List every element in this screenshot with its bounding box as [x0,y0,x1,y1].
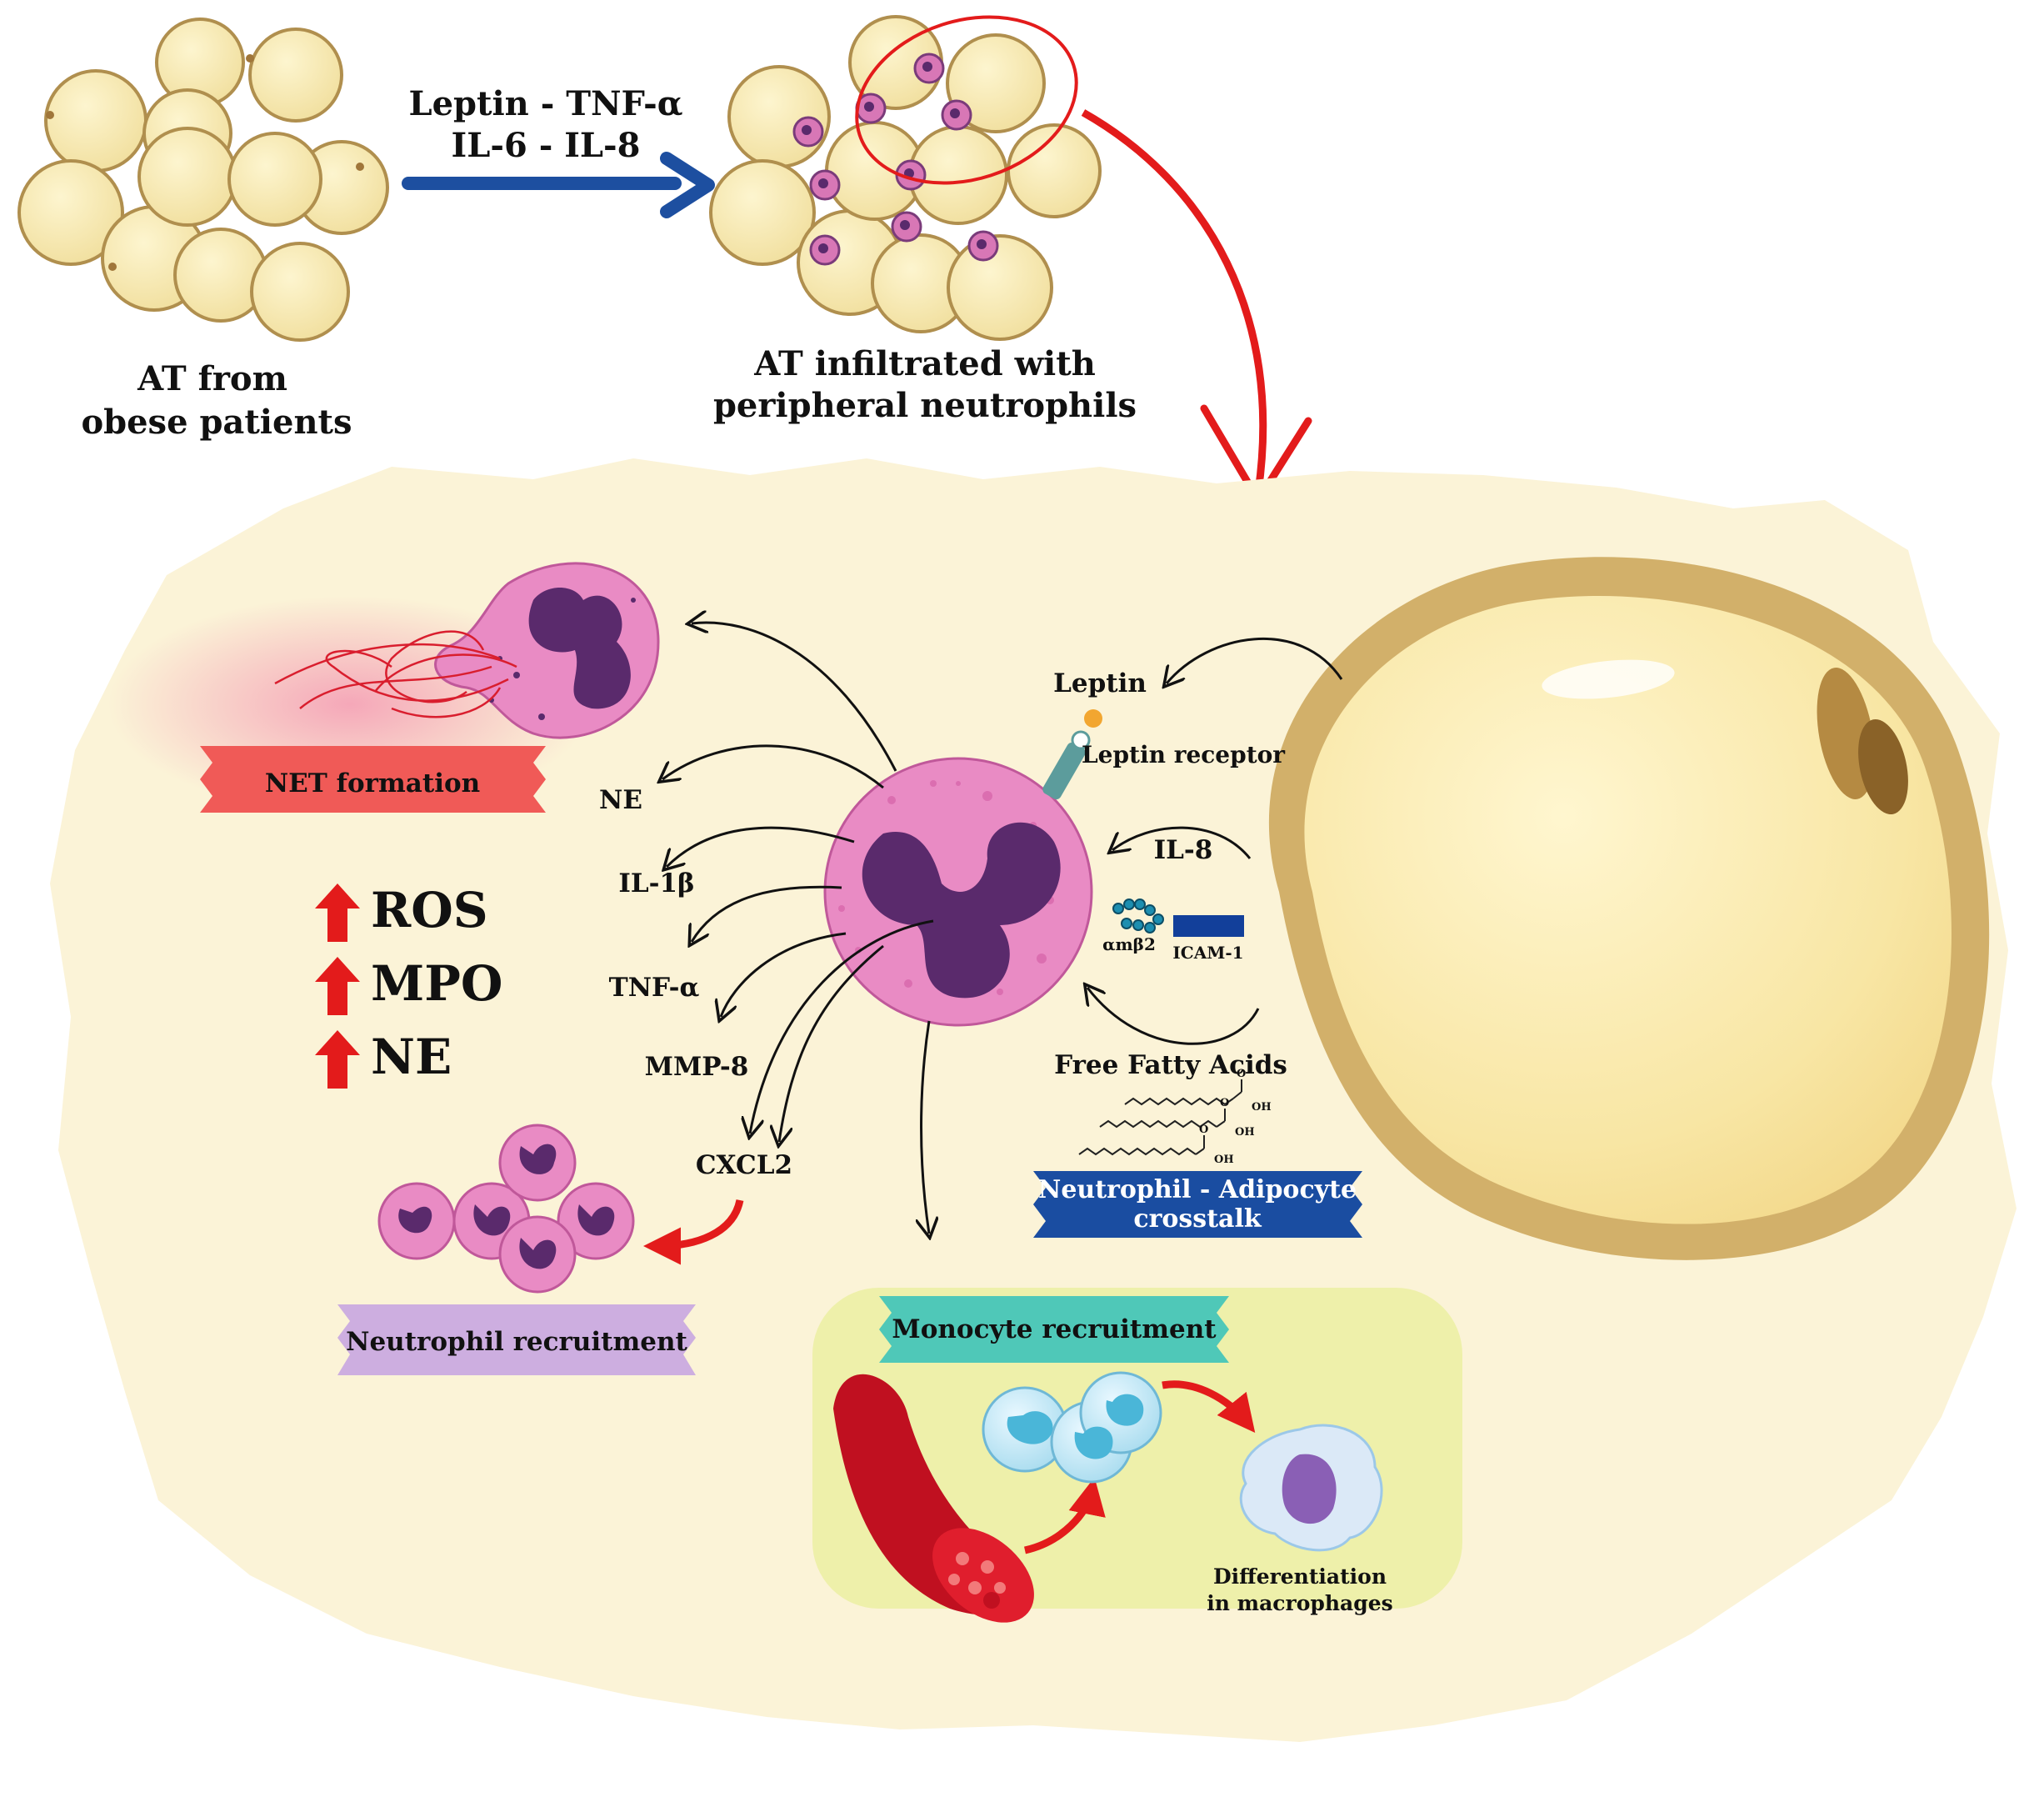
monocyte-recruitment-banner [879,1296,1229,1363]
recruited-neutrophils [377,1124,635,1294]
crosstalk-label-line1: Neutrophil - Adipocyte [1038,1175,1357,1204]
cytokines-line1: Leptin - TNF-α [408,84,682,123]
mediator-arrows [662,623,933,1234]
blood-vessel [833,1374,1034,1623]
leptin-receptor [1042,709,1102,800]
macrophage-label-line2: in macrophages [1207,1591,1392,1615]
net-banner-label: NET formation [265,768,480,798]
at-obese-line2: obese patients [81,403,352,442]
vessel-red-arrow [1023,1477,1106,1554]
macrophage [1239,1424,1383,1552]
crosstalk-label-line2: crosstalk [1133,1204,1262,1234]
monocyte-red-arrow [1162,1380,1256,1434]
mediator-il1b: IL-1β [618,868,694,898]
marker-ne: NE [371,1029,452,1085]
marker-up-arrows [315,883,360,1089]
ffa-label: Free Fatty Acids [1054,1050,1287,1080]
integrin-icam [1112,898,1244,937]
neutrophil-recruitment-label: Neutrophil recruitment [346,1327,687,1357]
macrophage-label-line1: Differentiation [1213,1564,1387,1589]
ffa-o-1: O [1237,1068,1246,1080]
marker-ros: ROS [371,882,488,939]
ffa-oh-1: OH [1252,1101,1272,1114]
monocyte-recruitment-label: Monocyte recruitment [892,1314,1217,1344]
at-infiltrated-line1: AT infiltrated with [753,344,1096,383]
mediator-ne: NE [599,785,642,815]
cytokines-line2: IL-6 - IL-8 [452,126,641,165]
ffa-o-2: O [1220,1097,1229,1109]
mediator-tnfa: TNF-α [609,973,700,1003]
leptin-receptor-label: Leptin receptor [1082,741,1286,768]
adipocyte [1268,557,1990,1260]
monocytes [982,1371,1162,1484]
mediator-mmp8: MMP-8 [645,1052,749,1082]
cxcl2-red-arrow [643,1199,744,1265]
net-banner [200,746,546,813]
crosstalk-banner [1033,1171,1362,1238]
integrin-label: αmβ2 [1102,934,1156,954]
icam-label: ICAM-1 [1172,943,1243,963]
ffa-o-3: O [1199,1124,1208,1136]
ffa-structures [1078,1079,1242,1156]
net-fibers [274,630,517,718]
central-neutrophil [823,757,1093,1027]
ffa-oh-2: OH [1235,1126,1255,1139]
adipose-tissue-infiltrated [709,15,1102,341]
marker-mpo: MPO [371,955,502,1012]
leptin-label: Leptin [1053,668,1147,698]
at-infiltrated-line2: peripheral neutrophils [713,386,1137,425]
zoom-circle [855,15,1078,185]
cytokine-arrow [402,152,715,218]
adipocyte-signal-arrows [1087,638,1343,1045]
net-neutrophil [434,562,660,739]
neutrophil-recruitment-banner [337,1304,696,1375]
at-obese-line1: AT from [137,359,287,398]
adipose-tissue-obese [17,18,389,342]
il8-label: IL-8 [1154,835,1213,865]
zoom-arrow [1081,109,1267,493]
mediator-cxcl2: CXCL2 [696,1150,792,1180]
ffa-oh-3: OH [1214,1154,1234,1166]
